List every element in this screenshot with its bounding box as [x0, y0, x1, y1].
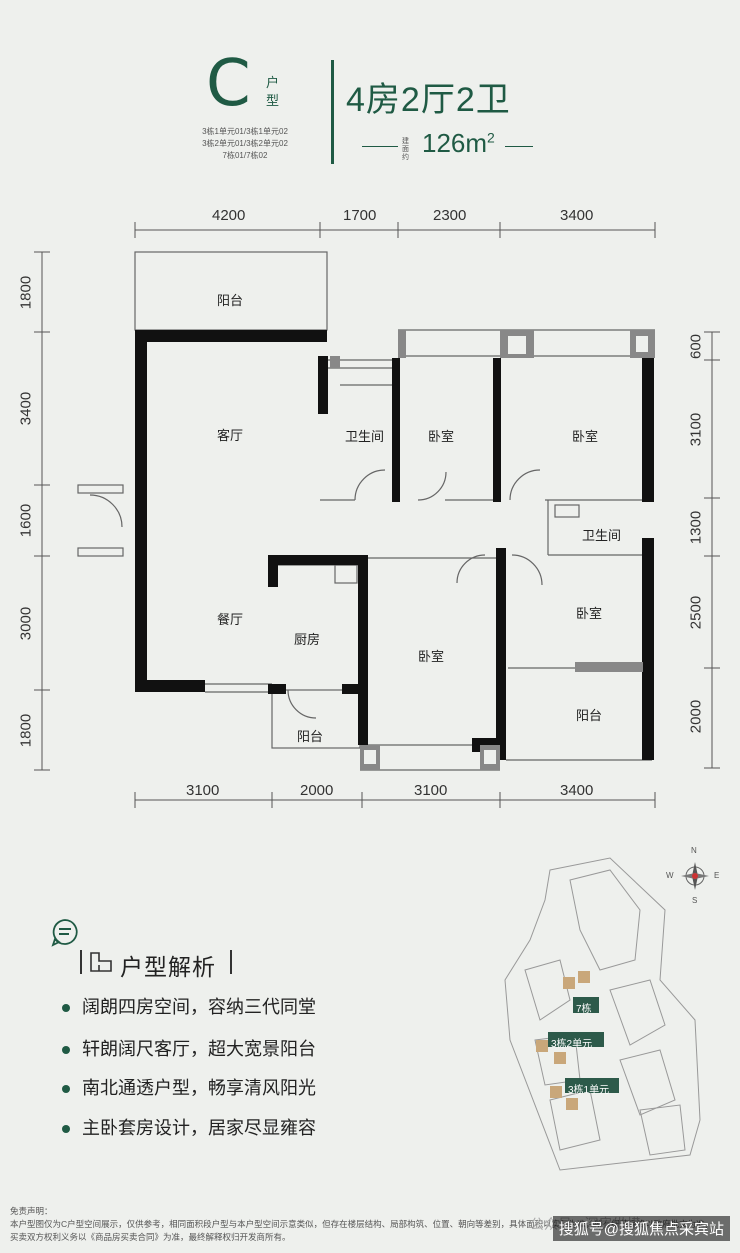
- chat-icon: [51, 919, 78, 947]
- unit-type-letter: C: [206, 47, 251, 121]
- dim-right-4: 2500: [687, 595, 705, 630]
- dim-left-2: 3400: [17, 391, 35, 426]
- dim-left-3: 1600: [17, 503, 35, 538]
- compass-w: W: [666, 871, 674, 880]
- room-bed-4: 卧室: [576, 606, 603, 621]
- dim-bottom-1: 3100: [186, 782, 220, 799]
- floorplan-icon: [90, 952, 112, 972]
- room-living: 客厅: [217, 428, 244, 443]
- area-value: 126m2: [422, 128, 495, 158]
- title-bar-left: [80, 950, 82, 974]
- analysis-item: 轩朗阔尺客厅，超大宽景阳台: [62, 1035, 316, 1061]
- dim-top-2: 1700: [343, 207, 377, 224]
- room-bed-2: 卧室: [572, 429, 599, 444]
- dim-left-5: 1800: [17, 713, 35, 748]
- room-balcony-kitchen: 阳台: [297, 729, 324, 744]
- analysis-item: 阔朗四房空间，容纳三代同堂: [62, 993, 316, 1019]
- dim-right-2: 3100: [687, 412, 705, 447]
- dim-bottom-2: 2000: [300, 782, 334, 799]
- analysis-item: 主卧套房设计，居家尽显雍容: [62, 1114, 316, 1140]
- dim-right-1: 600: [687, 333, 705, 360]
- analysis-title: 户型解析: [120, 954, 216, 980]
- room-bed-1: 卧室: [428, 429, 455, 444]
- site-plan: [504, 857, 701, 1171]
- compass-icon: [681, 862, 709, 890]
- room-balcony-right: 阳台: [576, 708, 603, 723]
- room-dining: 餐厅: [217, 612, 244, 627]
- site-label-7: 7栋: [576, 1004, 592, 1015]
- site-label-3-1: 3栋1单元: [568, 1085, 610, 1096]
- compass-e: E: [714, 871, 720, 880]
- header-divider: [331, 60, 334, 164]
- dim-top-1: 4200: [212, 207, 246, 224]
- room-kitchen: 厨房: [294, 632, 321, 647]
- room-bath-2: 卫生间: [582, 528, 622, 543]
- area-rule-left: [362, 146, 398, 147]
- area-note: 建面约: [402, 138, 409, 161]
- unit-list-line-1: 3栋1单元01/3栋1单元02: [202, 127, 288, 136]
- room-balcony-top: 阳台: [217, 293, 244, 308]
- watermark: 搜狐号@搜狐焦点采宾站: [552, 1216, 730, 1241]
- compass-s: S: [692, 896, 698, 905]
- room-bath-1: 卫生间: [345, 429, 385, 444]
- dim-bottom-4: 3400: [560, 782, 594, 799]
- area-rule-right: [505, 146, 533, 147]
- layout-title: 4房2厅2卫: [346, 81, 511, 119]
- floor-plan: [34, 222, 720, 808]
- dim-left-4: 3000: [17, 606, 35, 641]
- dim-bottom-3: 3100: [414, 782, 448, 799]
- room-bed-3: 卧室: [418, 649, 445, 664]
- analysis-item: 南北通透户型，畅享清风阳光: [62, 1074, 316, 1100]
- dim-top-3: 2300: [433, 207, 467, 224]
- dim-left-1: 1800: [17, 275, 35, 310]
- dim-right-3: 1300: [687, 510, 705, 545]
- title-bar-right: [230, 950, 232, 974]
- site-label-3-2: 3栋2单元: [551, 1039, 593, 1050]
- unit-type-suffix: 户型: [266, 75, 280, 108]
- disclaimer: 免责声明： 本户型图仅为C户型空间展示，仅供参考，相同面积段户型与本户型空间示意…: [10, 1206, 714, 1242]
- compass-n: N: [691, 846, 697, 855]
- dim-right-5: 2000: [687, 699, 705, 734]
- dim-top-4: 3400: [560, 207, 594, 224]
- unit-list-line-2: 3栋2单元01/3栋2单元02: [202, 139, 288, 148]
- unit-list-line-3: 7栋01/7栋02: [222, 151, 268, 160]
